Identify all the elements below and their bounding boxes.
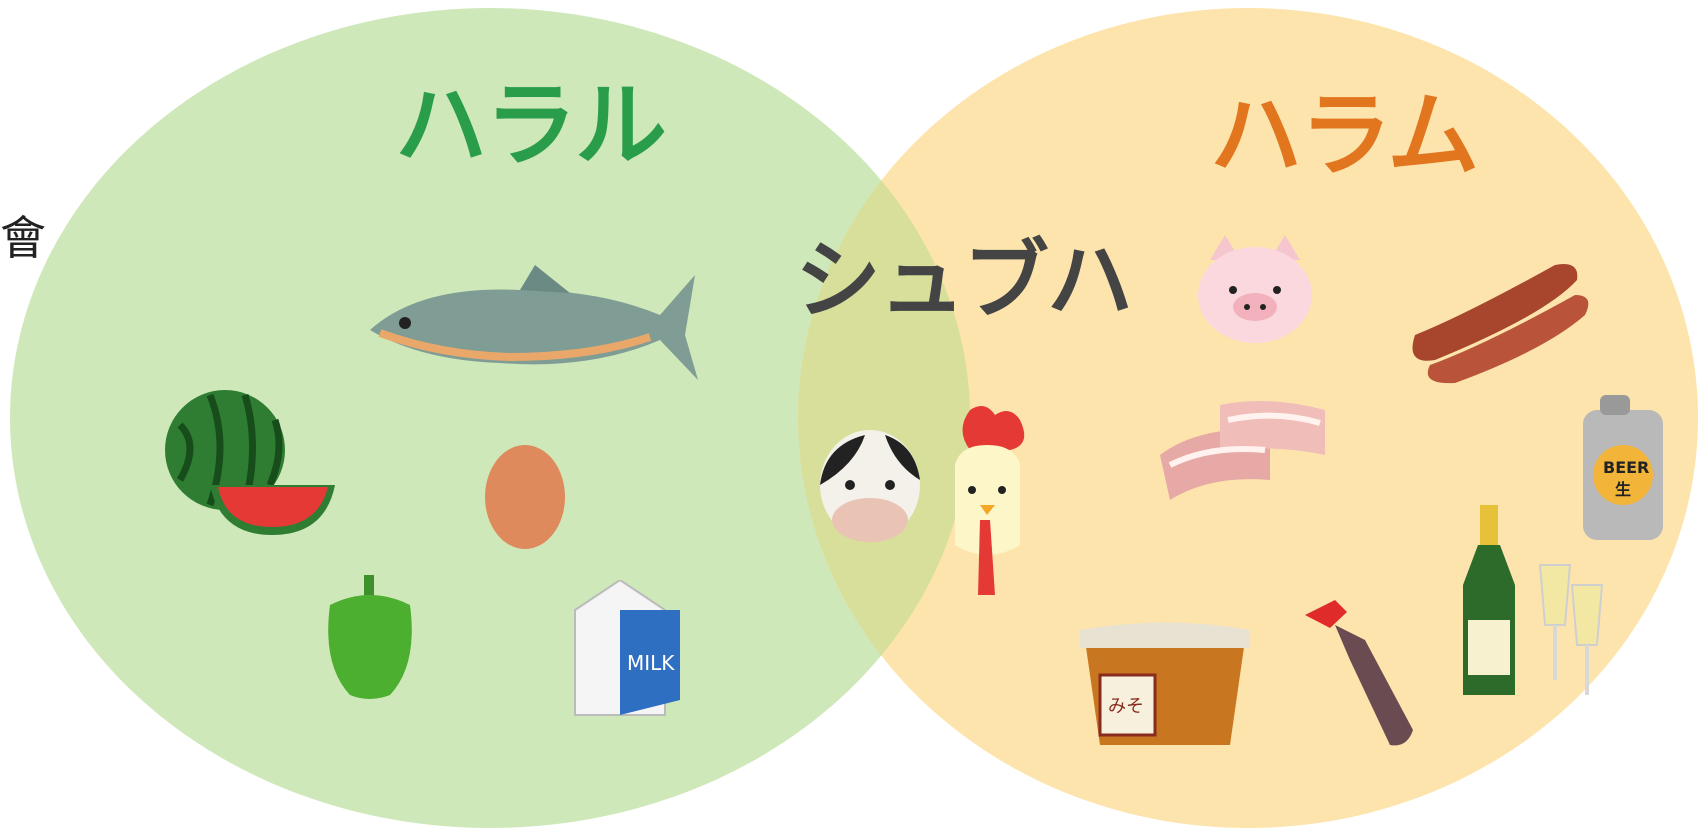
watermelon-icon [165, 390, 335, 535]
miso-tub-icon: みそ [1080, 622, 1250, 745]
beer-sub-label: 生 [1615, 480, 1631, 499]
fish-icon [370, 265, 698, 380]
miso-label: みそ [1108, 696, 1144, 717]
cow-icon [820, 430, 920, 542]
green-pepper-icon [328, 575, 412, 699]
haram-title: ハラム [1210, 82, 1479, 189]
pig-icon [1198, 235, 1312, 343]
bacon-icon [1160, 401, 1325, 500]
sausage-icon [1412, 264, 1589, 384]
side-label-text: 會 [0, 211, 46, 265]
beer-label: BEER [1603, 458, 1649, 477]
milk-label: MILK [627, 651, 675, 675]
champagne-icon [1463, 505, 1604, 695]
milk-carton-icon: MILK [574, 580, 680, 716]
egg-icon [485, 445, 565, 549]
halal-title: ハラル [395, 72, 667, 179]
halal-circle [10, 8, 970, 828]
beer-can-icon: BEER 生 [1583, 395, 1663, 540]
shubha-title: シュブハ [795, 231, 1133, 331]
soy-sauce-bottle-icon [1305, 600, 1413, 746]
chicken-icon [955, 406, 1025, 595]
